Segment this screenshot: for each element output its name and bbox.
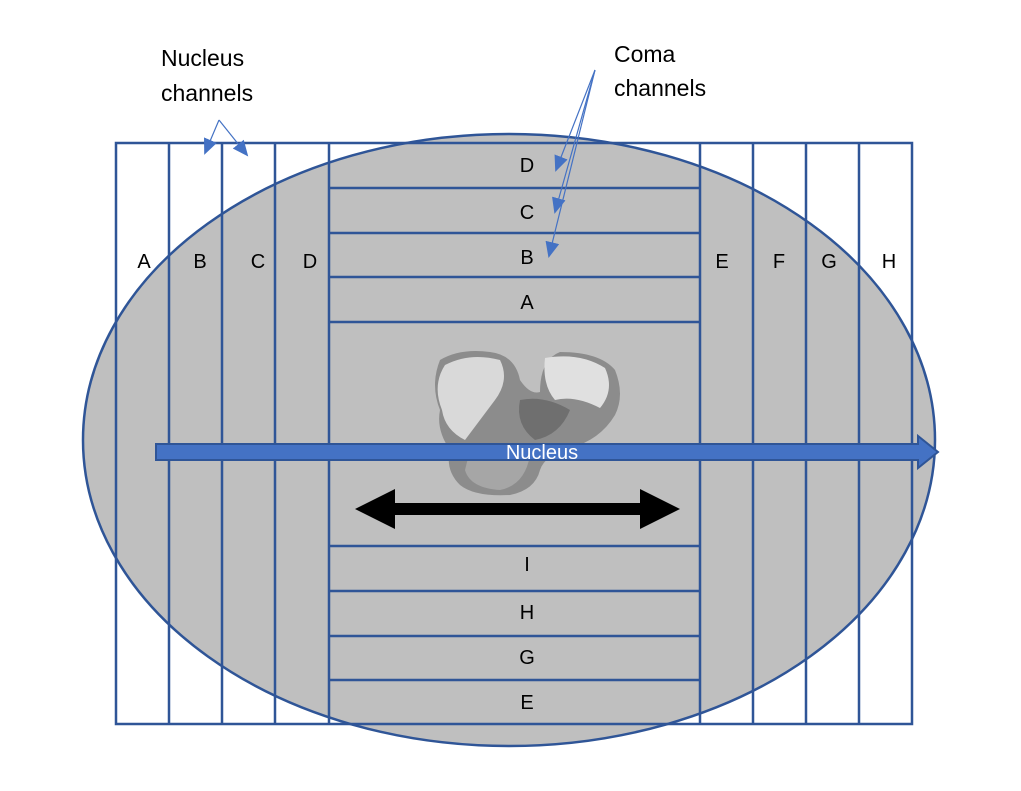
coma-channel-label: H	[520, 602, 534, 624]
nucleus-channel-label: C	[251, 251, 265, 273]
nucleus-channel-label: H	[882, 251, 896, 273]
annotation-pointer-arrows	[204, 69, 596, 258]
nucleus-channel-label: A	[137, 251, 151, 273]
nucleus-channels-annotation: Nucleus	[161, 45, 244, 71]
double-headed-arrow	[355, 489, 680, 529]
coma-channel-label: I	[524, 554, 530, 576]
nucleus-channels-annotation: channels	[161, 80, 253, 106]
coma-channel-label: D	[520, 155, 534, 177]
nucleus-arrow: Nucleus	[155, 433, 940, 471]
coma-channel-label: A	[520, 292, 534, 314]
coma-channel-label: G	[519, 647, 535, 669]
coma-channel-label: C	[520, 202, 534, 224]
coma-channel-label: B	[520, 247, 533, 269]
coma-channels-annotation: Coma	[614, 41, 676, 67]
nucleus-channel-label: B	[193, 251, 206, 273]
channel-grid	[114, 141, 914, 726]
coma-channels-annotation: channels	[614, 75, 706, 101]
nucleus-channel-label: F	[773, 251, 785, 273]
nucleus-arrow-label: Nucleus	[506, 442, 578, 464]
nucleus-channel-label: G	[821, 251, 837, 273]
nucleus-channel-label: D	[303, 251, 317, 273]
coma-channel-label: E	[520, 692, 533, 714]
nucleus-channel-label: E	[715, 251, 728, 273]
